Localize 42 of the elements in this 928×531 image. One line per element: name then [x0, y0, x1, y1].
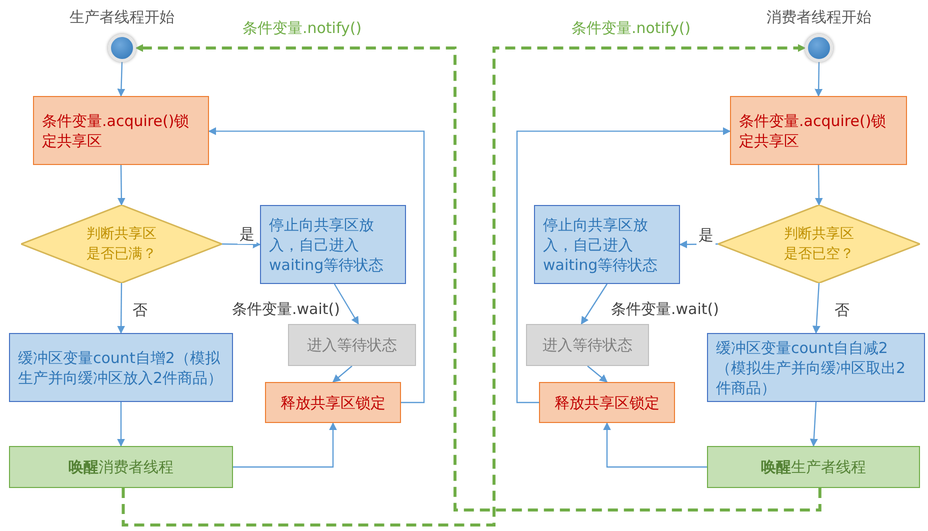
process-box: 条件变量.acquire()锁定共享区 [33, 96, 209, 165]
process-box: 进入等待状态 [526, 324, 649, 366]
start-circle [805, 34, 833, 62]
arrow [679, 240, 718, 248]
arrow [814, 62, 823, 97]
process-box: 缓冲区变量count自增2（模拟生产并向缓冲区放入2件商品） [9, 333, 233, 402]
decision-diamond: 判断共享区是否已空？ [718, 205, 920, 283]
process-box: 缓冲区变量count自自减2（模拟生产并向缓冲区取出2件商品） [707, 333, 925, 402]
arrow [117, 62, 126, 97]
arrow [603, 422, 707, 468]
arrow [334, 284, 359, 325]
arrow [580, 284, 608, 325]
start-circle [108, 34, 136, 62]
process-box: 条件变量.acquire()锁定共享区 [730, 96, 907, 165]
arrow [587, 366, 608, 382]
arrow [233, 422, 337, 468]
process-box: 进入等待状态 [288, 324, 416, 366]
arrow [810, 402, 818, 447]
process-box: 唤醒生产者线程 [707, 446, 920, 488]
arrow [222, 240, 261, 248]
arrow [332, 366, 352, 383]
process-box: 停止向共享区放入，自己进入waiting等待状态 [534, 205, 680, 284]
process-box: 唤醒消费者线程 [9, 446, 233, 488]
process-box: 释放共享区锁定 [265, 382, 401, 423]
arrow [516, 127, 731, 404]
arrow [812, 282, 820, 334]
node-caption: 消费者线程开始 [766, 7, 872, 27]
arrow [117, 165, 126, 206]
arrow [208, 127, 425, 404]
edge-label: 条件变量.wait() [230, 299, 342, 319]
decision-diamond: 判断共享区是否已满？ [21, 205, 222, 283]
edge-label: 条件变量.wait() [609, 299, 721, 319]
edge-label: 否 [130, 300, 150, 320]
arrow [814, 165, 823, 206]
edge-label: 是 [238, 224, 256, 244]
node-caption: 生产者线程开始 [70, 7, 174, 27]
process-box: 释放共享区锁定 [539, 382, 675, 423]
arrow [117, 283, 126, 334]
process-box: 停止向共享区放入，自己进入waiting等待状态 [260, 205, 406, 284]
arrow [117, 402, 125, 447]
edge-label: 是 [696, 225, 716, 245]
edge-label: 否 [832, 300, 852, 320]
